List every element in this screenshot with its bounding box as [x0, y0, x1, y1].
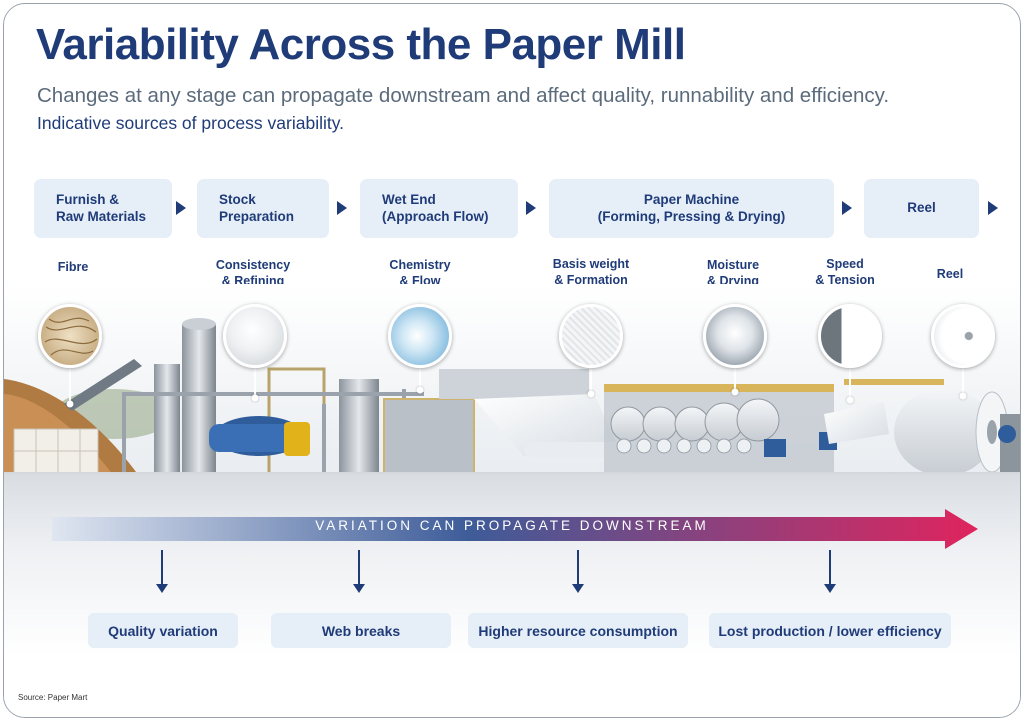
- arrow-right-icon: [176, 201, 186, 215]
- steam-icon: [703, 304, 767, 368]
- source-label-chemistry: Chemistry & Flow: [389, 258, 451, 289]
- arrow-right-icon: [988, 201, 998, 215]
- source-note: Source: Paper Mart: [18, 693, 88, 702]
- effect-resource-consumption: Higher resource consumption: [468, 613, 688, 648]
- pulp-icon: [223, 304, 287, 368]
- subtitle-secondary: Indicative sources of process variabilit…: [37, 113, 345, 133]
- page-title: Variability Across the Paper Mill: [36, 20, 686, 69]
- subtitle: Changes at any stage can propagate downs…: [37, 84, 890, 107]
- reel-icon: [931, 304, 995, 368]
- stage-reel: Reel: [864, 179, 979, 238]
- effect-lost-production: Lost production / lower efficiency: [709, 613, 951, 648]
- fibre-icon: [38, 304, 102, 368]
- source-label-fibre: Fibre: [57, 260, 89, 274]
- source-label-basis-weight: Basis weight & Formation: [552, 257, 630, 288]
- paper-texture-icon: [559, 304, 623, 368]
- arrow-right-icon: [842, 201, 852, 215]
- paper-roll-icon: [818, 304, 882, 368]
- arrow-right-icon: [526, 201, 536, 215]
- downstream-arrow: [52, 509, 978, 549]
- downstream-banner-text: VARIATION CAN PROPAGATE DOWNSTREAM: [315, 518, 709, 533]
- stage-furnish: Furnish & Raw Materials: [34, 179, 172, 238]
- arrow-right-icon: [337, 201, 347, 215]
- arrow-down-icon: [161, 550, 163, 585]
- source-label-speed: Speed & Tension: [815, 257, 875, 288]
- arrow-down-icon: [829, 550, 831, 585]
- arrow-down-icon: [577, 550, 579, 585]
- water-flow-icon: [388, 304, 452, 368]
- infographic-frame: Variability Across the Paper Mill Change…: [3, 3, 1021, 718]
- stage-wet-end: Wet End (Approach Flow): [360, 179, 518, 238]
- floor: [4, 474, 1020, 717]
- effect-web-breaks: Web breaks: [271, 613, 451, 648]
- stage-stock-preparation: Stock Preparation: [197, 179, 329, 238]
- effect-quality-variation: Quality variation: [88, 613, 238, 648]
- arrow-down-icon: [358, 550, 360, 585]
- stage-paper-machine: Paper Machine (Forming, Pressing & Dryin…: [549, 179, 834, 238]
